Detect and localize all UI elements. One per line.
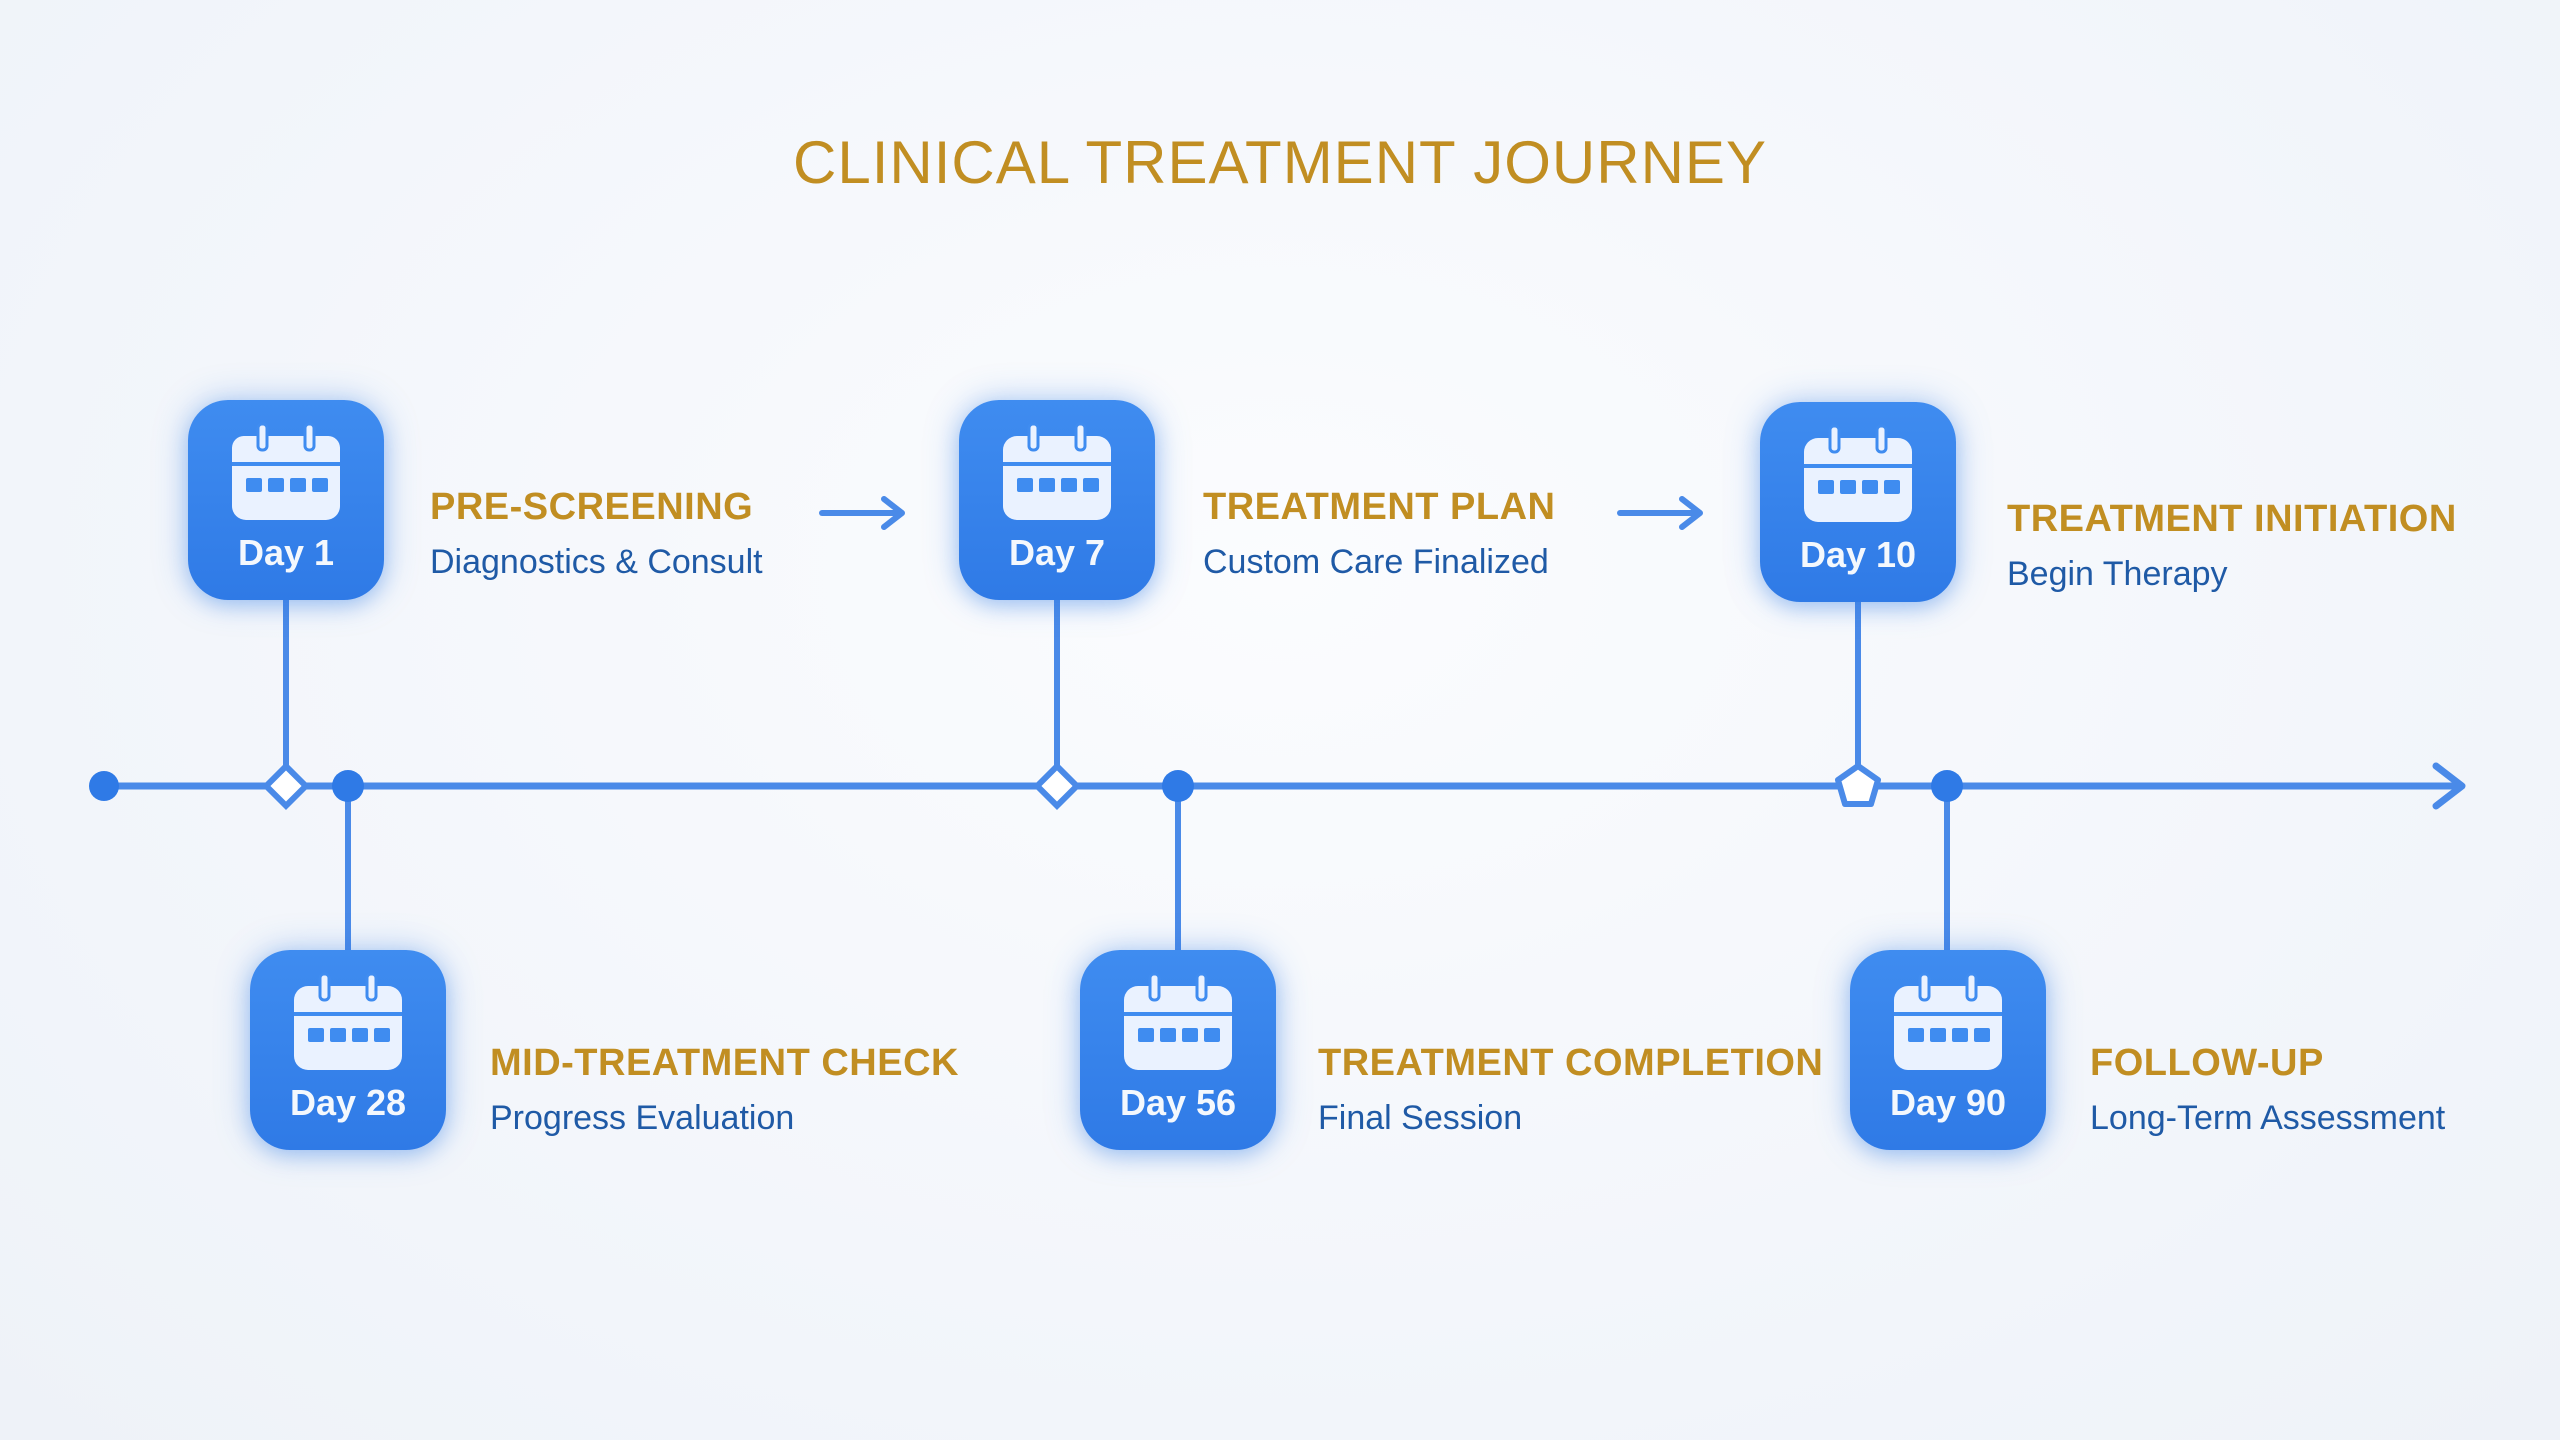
milestone-detail: Final Session: [1318, 1099, 1523, 1137]
milestone-heading: PRE-SCREENING: [430, 486, 754, 528]
milestone-day-label: Day 7: [1008, 532, 1106, 573]
timeline-axis-arrowhead: [2432, 762, 2466, 810]
flow-arrow-2: [1617, 496, 1703, 530]
calendar-icon: [294, 972, 402, 1070]
calendar-icon: [1894, 972, 2002, 1070]
milestone-label-day-10: TREATMENT INITIATION Begin Therapy: [2007, 498, 2457, 594]
milestone-card-day-28: Day 28: [250, 950, 446, 1150]
milestone-detail: Long-Term Assessment: [2090, 1099, 2446, 1137]
milestone-day-label: Day 28: [289, 1082, 407, 1123]
milestone-day-label: Day 10: [1799, 534, 1917, 575]
milestone-detail: Begin Therapy: [2007, 555, 2228, 593]
node-diamond-day-1: [261, 761, 311, 811]
flow-arrow-1: [819, 496, 905, 530]
node-diamond-day-7: [1032, 761, 1082, 811]
milestone-day-label: Day 90: [1889, 1082, 2007, 1123]
milestone-card-day-10: Day 10: [1760, 402, 1956, 602]
calendar-icon: [1003, 422, 1111, 520]
milestone-label-day-56: TREATMENT COMPLETION Final Session: [1318, 1042, 1823, 1138]
milestone-detail: Custom Care Finalized: [1203, 543, 1549, 581]
timeline-start-node: [89, 771, 119, 801]
calendar-icon: [1124, 972, 1232, 1070]
node-dot-day-56: [1162, 770, 1194, 802]
node-dot-day-28: [332, 770, 364, 802]
milestone-card-day-1: Day 1: [188, 400, 384, 600]
calendar-icon: [1804, 424, 1912, 522]
milestone-detail: Progress Evaluation: [490, 1099, 795, 1137]
milestone-heading: TREATMENT INITIATION: [2007, 498, 2457, 540]
milestone-card-day-7: Day 7: [959, 400, 1155, 600]
milestone-heading: FOLLOW-UP: [2090, 1042, 2324, 1084]
milestone-heading: TREATMENT COMPLETION: [1318, 1042, 1824, 1084]
page-title: CLINICAL TREATMENT JOURNEY: [793, 129, 1767, 196]
milestone-label-day-7: TREATMENT PLAN Custom Care Finalized: [1203, 486, 1556, 582]
milestone-detail: Diagnostics & Consult: [430, 543, 763, 581]
milestone-heading: TREATMENT PLAN: [1203, 486, 1556, 528]
calendar-icon: [232, 422, 340, 520]
milestone-day-label: Day 56: [1119, 1082, 1237, 1123]
milestone-card-day-90: Day 90: [1850, 950, 2046, 1150]
milestone-label-day-28: MID-TREATMENT CHECK Progress Evaluation: [490, 1042, 959, 1138]
node-dot-day-90: [1931, 770, 1963, 802]
milestone-label-day-1: PRE-SCREENING Diagnostics & Consult: [430, 486, 763, 582]
milestone-card-day-56: Day 56: [1080, 950, 1276, 1150]
milestone-label-day-90: FOLLOW-UP Long-Term Assessment: [2090, 1042, 2445, 1138]
node-pentagon-day-10: [1835, 763, 1881, 807]
milestone-day-label: Day 1: [237, 532, 335, 573]
milestone-heading: MID-TREATMENT CHECK: [490, 1042, 959, 1084]
